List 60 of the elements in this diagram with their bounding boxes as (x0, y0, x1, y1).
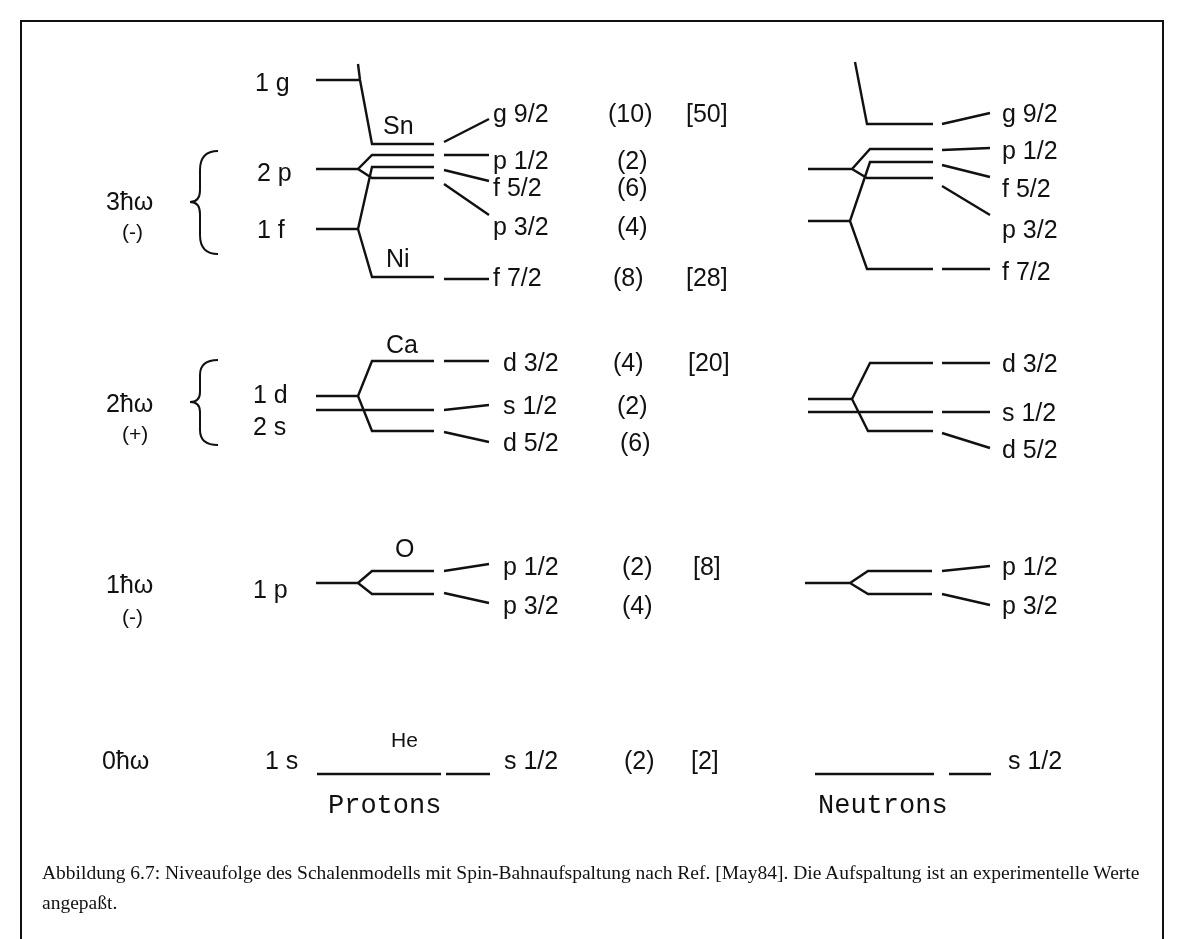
parity-label: (-) (122, 605, 143, 627)
column-heading: Neutrons (818, 792, 948, 820)
oscillator-shell-label: 2ħω (106, 390, 154, 416)
nucleus-label: He (391, 728, 418, 750)
magic-number: [50] (686, 100, 728, 126)
spin-label: f 7/2 (1002, 258, 1051, 284)
occupancy-label: (4) (622, 592, 653, 618)
occupancy-label: (8) (613, 264, 644, 290)
parity-label: (+) (122, 422, 149, 444)
spin-label: p 1/2 (1002, 137, 1058, 163)
spin-label: f 5/2 (1002, 175, 1051, 201)
spin-label: d 5/2 (1002, 436, 1058, 462)
spin-label: p 1/2 (503, 553, 559, 579)
occupancy-label: (4) (613, 349, 644, 375)
occupancy-label: (2) (622, 553, 653, 579)
spin-label: s 1/2 (504, 747, 559, 773)
spin-label: p 3/2 (493, 213, 549, 239)
nucleus-label: Ca (386, 331, 418, 357)
spin-label: d 5/2 (503, 429, 559, 455)
oscillator-shell-label: 0ħω (102, 747, 150, 773)
spin-label: d 3/2 (1002, 350, 1058, 376)
spin-label: p 3/2 (1002, 216, 1058, 242)
spin-label: s 1/2 (503, 392, 558, 418)
magic-number: [2] (691, 747, 719, 773)
level-label: 1 p (253, 576, 288, 602)
level-label: 2 p (257, 159, 292, 185)
spin-label: p 3/2 (503, 592, 559, 618)
spin-label: p 1/2 (1002, 553, 1058, 579)
spin-label: s 1/2 (1008, 747, 1063, 773)
spin-label: g 9/2 (1002, 100, 1058, 126)
parity-label: (-) (122, 220, 143, 242)
spin-label: g 9/2 (493, 100, 549, 126)
spin-label: d 3/2 (503, 349, 559, 375)
spin-label: f 7/2 (493, 264, 542, 290)
spin-label: p 1/2 (493, 147, 549, 173)
occupancy-label: (2) (617, 147, 648, 173)
spin-label: p 3/2 (1002, 592, 1058, 618)
magic-number: [20] (688, 349, 730, 375)
level-label: 1 d (253, 381, 288, 407)
occupancy-label: (4) (617, 213, 648, 239)
spin-label: s 1/2 (1002, 399, 1057, 425)
level-label: 1 s (265, 747, 299, 773)
nucleus-label: Ni (386, 245, 410, 271)
magic-number: [28] (686, 264, 728, 290)
magic-number: [8] (693, 553, 721, 579)
occupancy-label: (6) (617, 174, 648, 200)
occupancy-label: (2) (617, 392, 648, 418)
column-heading: Protons (328, 792, 442, 820)
level-label: 2 s (253, 413, 287, 439)
level-label: 1 g (255, 69, 290, 95)
oscillator-shell-label: 3ħω (106, 188, 154, 214)
figure-caption: Abbildung 6.7: Niveaufolge des Schalenmodells mit Spin-Bahnaufspaltung nach Ref. [May84]. Die Aufspaltung ist an experimentelle Werte angepaßt. (42, 861, 1141, 915)
spin-label: f 5/2 (493, 174, 542, 200)
occupancy-label: (6) (620, 429, 651, 455)
level-label: 1 f (257, 216, 285, 242)
oscillator-shell-label: 1ħω (106, 571, 154, 597)
nucleus-label: Sn (383, 112, 414, 138)
occupancy-label: (2) (624, 747, 655, 773)
nucleus-label: O (395, 535, 415, 561)
occupancy-label: (10) (608, 100, 653, 126)
